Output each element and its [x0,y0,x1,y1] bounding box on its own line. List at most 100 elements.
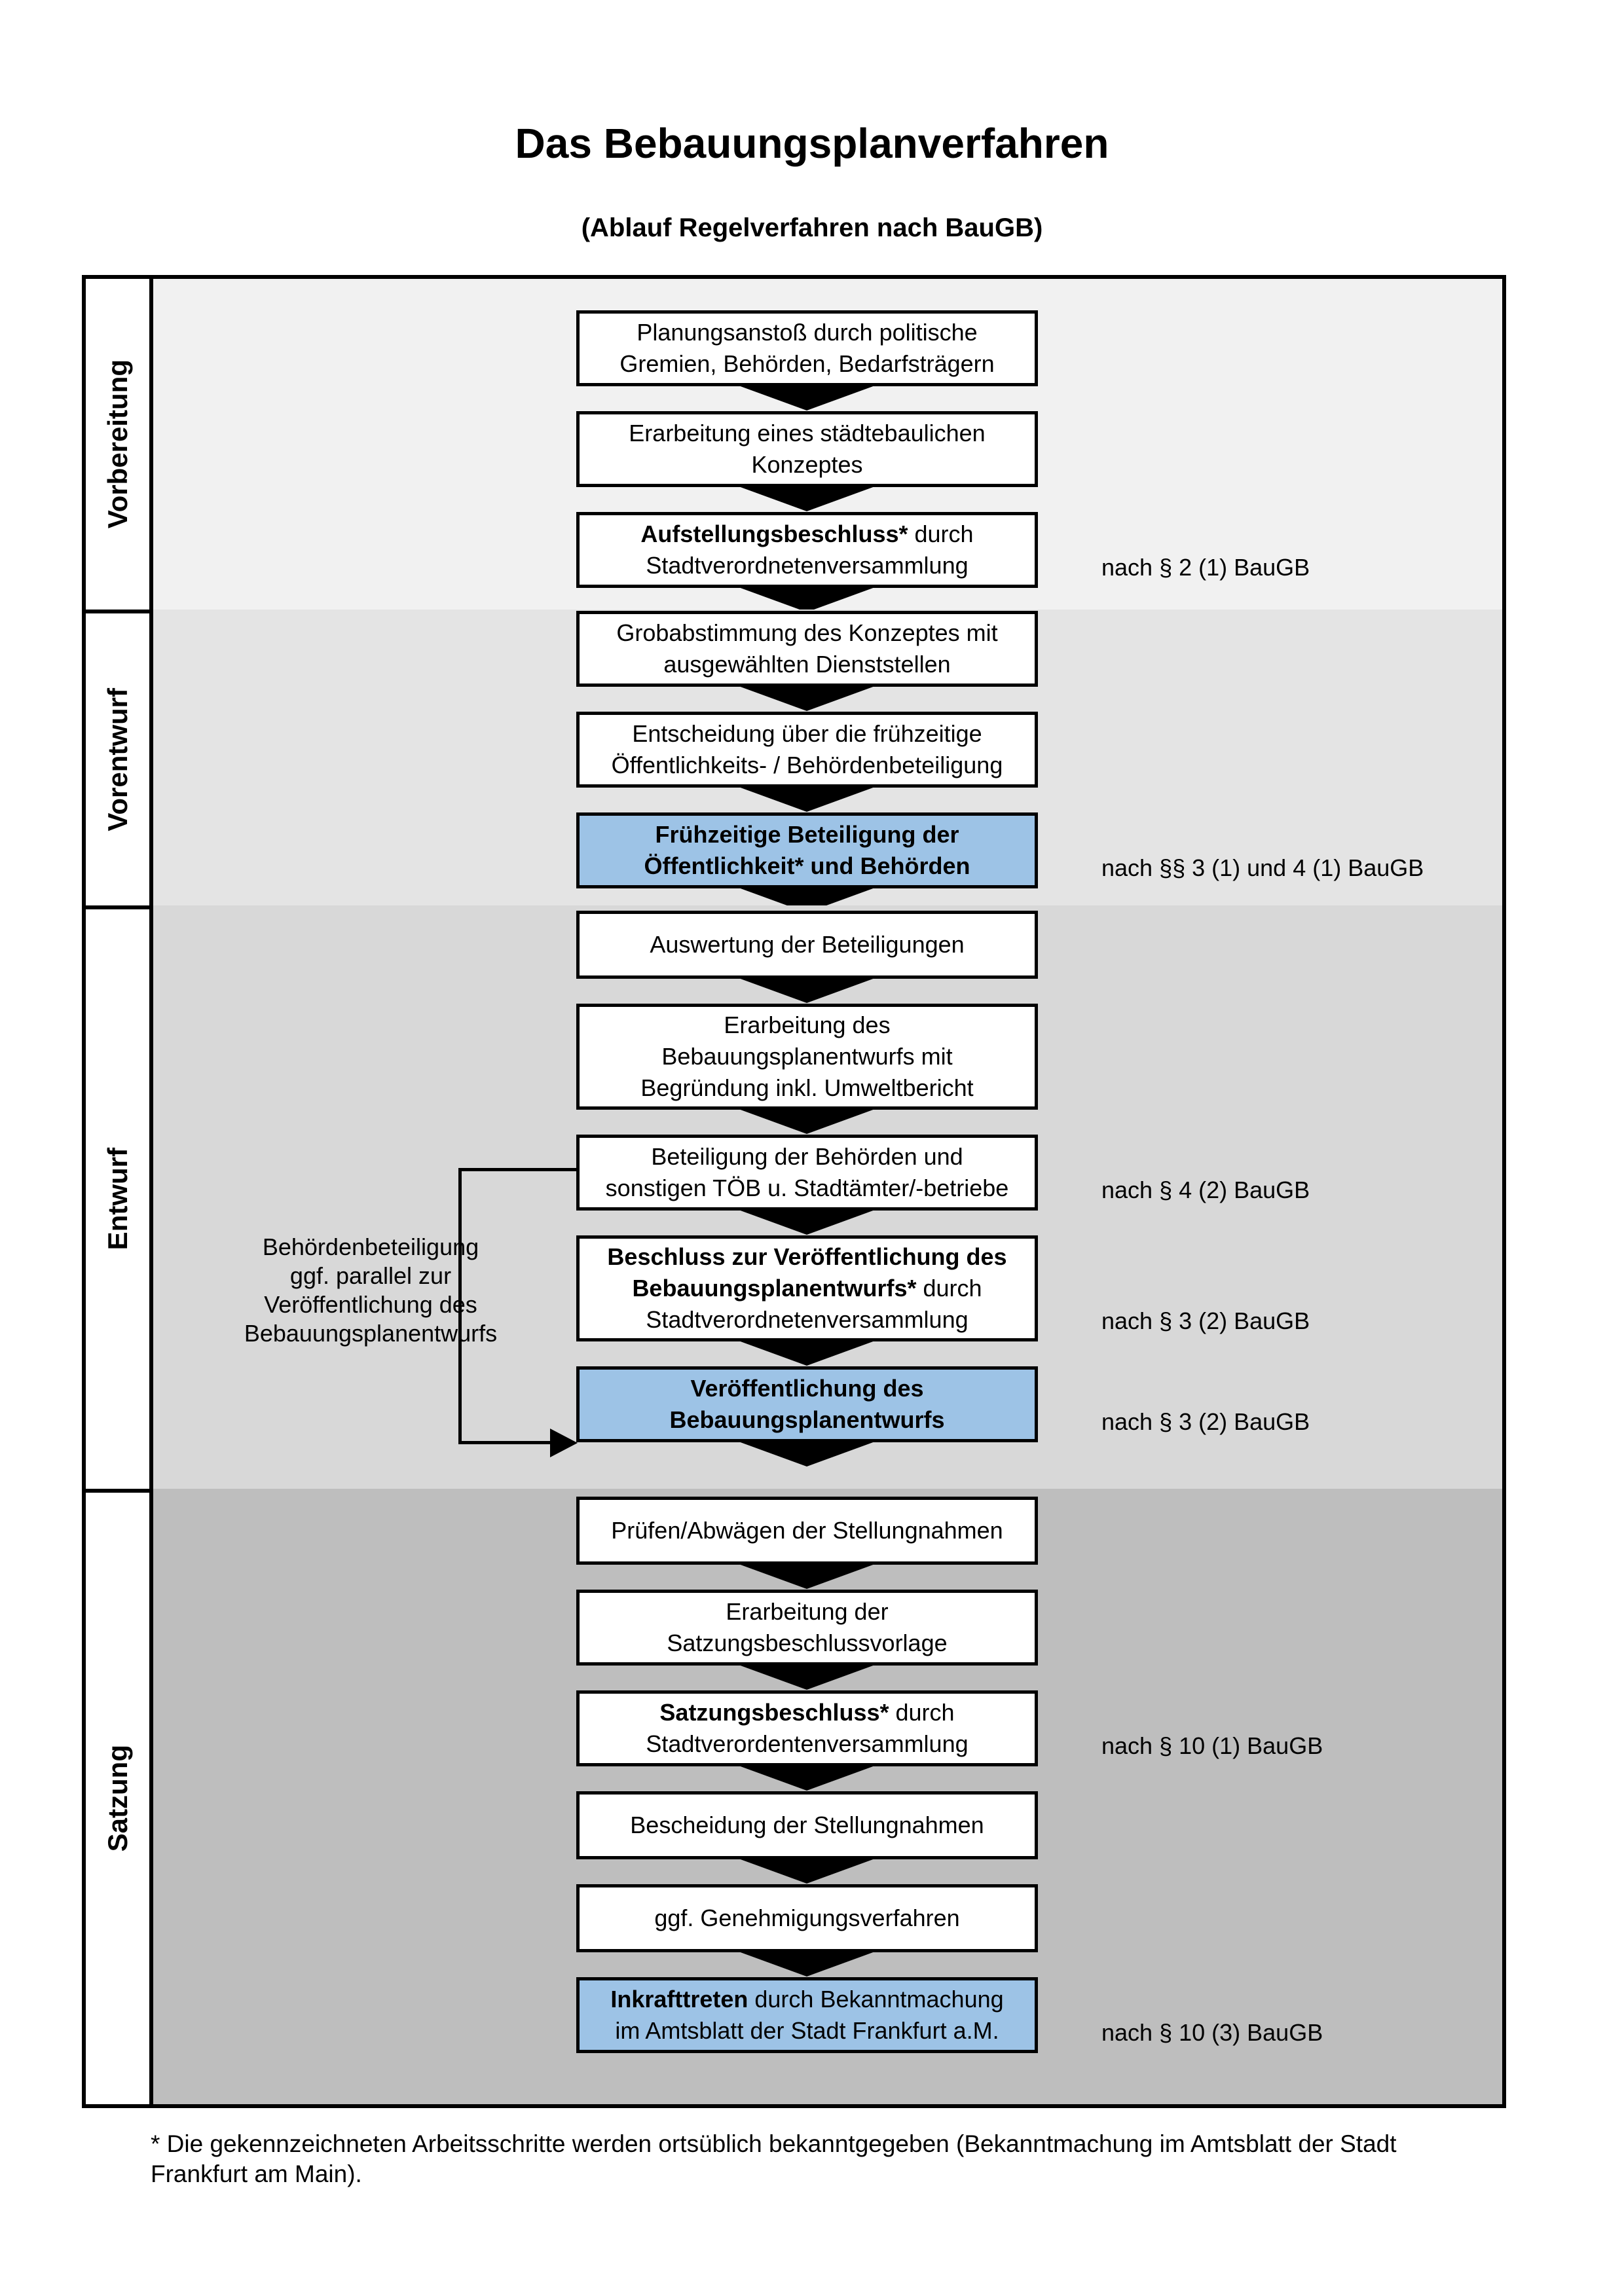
flow-step-text-line: Bebauungsplanentwurfs* durch [632,1275,982,1302]
arrow-down-icon [731,1763,882,1791]
page-title: Das Bebauungsplanverfahren [515,120,1109,167]
flow-step-text-line: Aufstellungsbeschluss* durch [640,520,974,547]
arrow-down-icon [731,383,882,410]
flow-step-row: Prüfen/Abwägen der Stellungnahmen [153,1497,1502,1565]
legal-reference: nach § 4 (2) BauGB [1101,1176,1310,1203]
arrow-down-icon [731,484,882,511]
flow-step-row: Auswertung der Beteiligungen [153,911,1502,979]
phase-label: Vorentwurf [101,687,133,831]
phase-label-cell-vorentwurf: Vorentwurf [86,610,149,905]
side-note-line: Behördenbeteiligung [262,1233,479,1260]
flow-step-text-line: Stadtverordentenversammlung [646,1730,969,1757]
footnote-line: * Die gekennzeichneten Arbeitsschritte w… [151,2130,1397,2157]
flow-step-text-line: Planungsanstoß durch politische [637,319,978,346]
phase-strip-vorentwurf: Grobabstimmung des Konzeptes mit ausgewäh… [153,610,1502,913]
flow-step-text-line: Erarbeitung der [726,1598,889,1625]
flow-step-text-line: Veröffentlichung des [690,1375,924,1402]
flow-step: Auswertung der Beteiligungen [576,911,1038,979]
arrow-down-icon [731,1439,882,1467]
flow-step-text-line: Beteiligung der Behörden und [651,1143,963,1170]
flow-step-text-line: Erarbeitung des [724,1011,891,1038]
legal-reference: nach § 10 (3) BauGB [1101,2019,1323,2046]
flow-step-text-line: Stadtverordnetenversammlung [646,1306,969,1333]
flow-step-text-line: Auswertung der Beteiligungen [650,931,965,958]
flow-step-text-line: ggf. Genehmigungsverfahren [654,1904,960,1931]
connector-line-vertical [458,1168,462,1444]
flow-step-text-line: Stadtverordnetenversammlung [646,552,969,579]
arrow-down-icon [731,1856,882,1884]
arrow-down-icon [731,1338,882,1366]
legal-reference: nach § 2 (1) BauGB [1101,554,1310,581]
flow-step-text-line: Satzungsbeschlussvorlage [667,1630,948,1656]
phase-label: Entwurf [101,1148,133,1250]
flow-step-text-line: Erarbeitung eines städtebaulichen [629,420,986,446]
legal-reference: nach §§ 3 (1) und 4 (1) BauGB [1101,854,1424,881]
connector-line-bottom [458,1441,553,1444]
flow-step-text-line: Bebauungsplanentwurfs [669,1406,945,1433]
flow-step-text-line: Bescheidung der Stellungnahmen [630,1812,984,1838]
flow-step-text-line: Öffentlichkeit* und Behörden [644,852,970,879]
arrow-down-icon [731,1207,882,1235]
phase-label-cell-satzung: Satzung [86,1489,149,2104]
phase-label-cell-entwurf: Entwurf [86,905,149,1489]
side-note: Behördenbeteiligung ggf. parallel zur Ve… [158,1233,583,1348]
flow-step-row: Grobabstimmung des Konzeptes mit ausgewäh… [153,611,1502,687]
arrow-down-icon [731,1561,882,1589]
phase-label: Satzung [101,1745,133,1852]
flow-step-text-line: Beschluss zur Veröffentlichung des [607,1243,1007,1270]
flow-step-text-line: Konzeptes [751,451,863,478]
footnote-line: Frankfurt am Main). [151,2160,362,2187]
flow-step: ggf. Genehmigungsverfahren [576,1884,1038,1952]
side-note-line: ggf. parallel zur [289,1262,452,1289]
flow-step: Beteiligung der Behörden und sonstigen TÖ… [576,1135,1038,1211]
arrow-down-icon [731,1662,882,1690]
flow-step-text-line: sonstigen TÖB u. Stadtämter/-betriebe [605,1175,1009,1201]
arrow-down-icon [731,1949,882,1977]
flow-step: Grobabstimmung des Konzeptes mit ausgewäh… [576,611,1038,687]
connector-arrowhead-icon [550,1429,578,1457]
flow-step-text-line: Satzungsbeschluss* durch [659,1699,955,1726]
legal-reference: nach § 3 (2) BauGB [1101,1307,1310,1334]
flow-step-text-line: im Amtsblatt der Stadt Frankfurt a.M. [615,2017,999,2044]
flow-step-row: Bescheidung der Stellungnahmen [153,1791,1502,1859]
side-note-line: Bebauungsplanentwurfs [244,1320,498,1347]
flow-step-text-line: Grobabstimmung des Konzeptes mit [616,619,998,646]
flow-step-text-line: Bebauungsplanentwurfs mit [661,1043,953,1070]
flow-step-text-line: Öffentlichkeits- / Behördenbeteiligung [611,752,1003,778]
flow-step: Bescheidung der Stellungnahmen [576,1791,1038,1859]
connector-line-top [458,1168,578,1171]
arrow-down-icon [731,975,882,1003]
phase-label-column: Vorbereitung Vorentwurf Entwurf Satzung [86,279,153,2104]
flow-step-text-line: ausgewählten Dienststellen [663,651,951,678]
footnote: * Die gekennzeichneten Arbeitsschritte w… [151,2129,1513,2189]
flow-step-text-line: Gremien, Behörden, Bedarfsträgern [619,350,995,377]
arrow-down-icon [731,784,882,812]
side-note-line: Veröffentlichung des [264,1291,477,1318]
arrow-down-icon [731,1106,882,1134]
flowchart-frame: Vorbereitung Vorentwurf Entwurf Satzung … [82,275,1506,2108]
